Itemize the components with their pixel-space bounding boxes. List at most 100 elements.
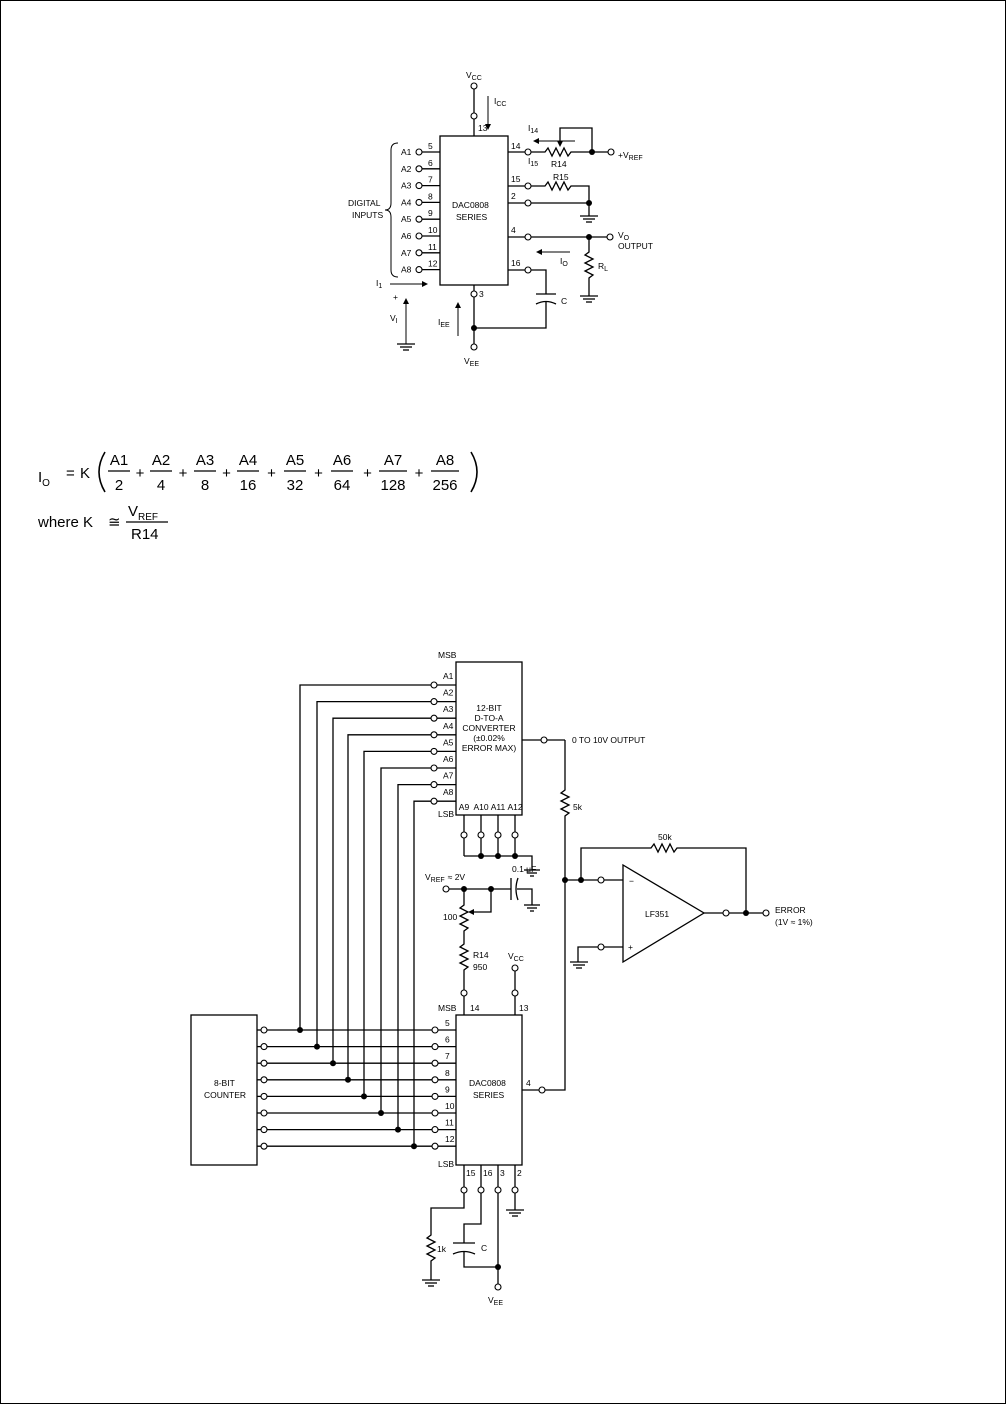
eq-term-den-2: 4 <box>157 477 165 494</box>
dac-pin13: 13 <box>519 1003 529 1013</box>
top-c-label: C <box>561 296 567 306</box>
top-rl-label: RL <box>598 261 608 273</box>
eq-k-den: R14 <box>131 526 159 543</box>
eq-plus-2: + <box>179 465 188 482</box>
dac12-title-line-5: ERROR MAX) <box>462 743 516 753</box>
top-pin-6: 6 <box>428 158 433 168</box>
bot-vee-label: VEE <box>488 1295 503 1307</box>
eq-term-num-7: A7 <box>384 452 402 469</box>
dac-bottom-pin-16: 16 <box>483 1168 493 1178</box>
top-dac-chip <box>439 135 509 286</box>
top-circuit: VCC 13 ICC DAC0808 SERIES A15A26A37A48A5… <box>348 70 653 368</box>
top-input-pin-A5 <box>415 215 423 223</box>
digital-inputs-label-1: DIGITAL <box>348 198 381 208</box>
opamp-lf351 <box>622 863 706 964</box>
vref-label: VREF≈ 2V <box>425 872 465 884</box>
top-pin4: 4 <box>511 225 516 235</box>
top-vi-label: VI <box>390 313 398 325</box>
top-pin-9: 9 <box>428 208 433 218</box>
dac-chip-line1: DAC0808 <box>469 1078 506 1088</box>
dac-in-pin-12 <box>431 1142 439 1150</box>
counter-line1: 8-BIT <box>214 1078 235 1088</box>
top-input-A7: A7 <box>401 248 412 258</box>
dac-bottom-pin-3: 3 <box>500 1168 505 1178</box>
dac-in-pin-7 <box>431 1059 439 1067</box>
dac-pin-label-9: 9 <box>445 1084 450 1094</box>
dac-pin-label-7: 7 <box>445 1051 450 1061</box>
top-input-pin-A7 <box>415 249 423 257</box>
dac-chip-line2: SERIES <box>473 1090 505 1100</box>
dac-in-pin-8 <box>431 1076 439 1084</box>
dac12-title-line-4: (±0.02% <box>473 733 505 743</box>
top-vee-label: VEE <box>464 356 479 368</box>
counter-out-5 <box>260 1092 268 1100</box>
eq-plus-6: + <box>363 465 372 482</box>
top-pin3: 3 <box>479 289 484 299</box>
dac12-input-A7: A7 <box>443 771 454 781</box>
top-pin14: 14 <box>511 141 521 151</box>
counter-out-1 <box>260 1026 268 1034</box>
eq-equals: = <box>66 465 75 482</box>
dac12-low-A10: A10 <box>473 802 488 812</box>
r14-value: 950 <box>473 962 487 972</box>
top-input-A1: A1 <box>401 147 412 157</box>
top-input-A8: A8 <box>401 265 412 275</box>
dac-in-pin-5 <box>431 1026 439 1034</box>
top-pin16: 16 <box>511 258 521 268</box>
top-pin-8: 8 <box>428 191 433 201</box>
counter-line2: COUNTER <box>204 1090 246 1100</box>
top-pin-12: 12 <box>428 259 438 269</box>
dac12-lsb: LSB <box>438 809 454 819</box>
top-input-A6: A6 <box>401 231 412 241</box>
top-input-pin-A6 <box>415 232 423 240</box>
top-vcc-label: VCC <box>466 70 482 82</box>
counter-box <box>190 1014 258 1166</box>
dac-pin4: 4 <box>526 1078 531 1088</box>
dac-bottom-pin-2: 2 <box>517 1168 522 1178</box>
top-input-A3: A3 <box>401 181 412 191</box>
eq-term-num-8: A8 <box>436 452 454 469</box>
dac12-input-A6: A6 <box>443 754 454 764</box>
top-input-A5: A5 <box>401 214 412 224</box>
top-iee-label: IEE <box>438 317 450 329</box>
counter-out-6 <box>260 1109 268 1117</box>
top-pin15: 15 <box>511 174 521 184</box>
bot-c-label: C <box>481 1243 487 1253</box>
error-label-2: (1V ≈ 1%) <box>775 917 813 927</box>
eq-term-den-4: 16 <box>240 477 257 494</box>
dac-pin-label-12: 12 <box>445 1134 455 1144</box>
opamp-plus: + <box>628 942 633 952</box>
eq-term-den-8: 256 <box>432 477 457 494</box>
eq-term-num-1: A1 <box>110 452 128 469</box>
top-pin-7: 7 <box>428 175 433 185</box>
eq-term-num-3: A3 <box>196 452 214 469</box>
dac12-input-A2: A2 <box>443 688 454 698</box>
top-pin-11: 11 <box>428 242 437 252</box>
dac-pin-label-6: 6 <box>445 1035 450 1045</box>
top-chip-line1: DAC0808 <box>452 200 489 210</box>
eq-term-num-4: A4 <box>239 452 257 469</box>
eq-term-den-3: 8 <box>201 477 209 494</box>
eq-approx: ≅ <box>108 514 121 531</box>
counter-out-3 <box>260 1059 268 1067</box>
dac12-input-A3: A3 <box>443 704 454 714</box>
eq-io: IO <box>38 469 50 489</box>
top-input-pin-A8 <box>415 266 423 274</box>
eq-k-num: VREF <box>128 503 158 523</box>
dac12-title-line-1: 12-BIT <box>476 703 502 713</box>
opamp-label: LF351 <box>645 909 669 919</box>
dac12-low-A11: A11 <box>491 802 506 812</box>
dac-in-pin-6 <box>431 1043 439 1051</box>
top-input-pin-A3 <box>415 182 423 190</box>
eq-term-den-7: 128 <box>380 477 405 494</box>
eq-term-num-6: A6 <box>333 452 351 469</box>
top-r14-label: R14 <box>551 159 567 169</box>
eq-term-den-6: 64 <box>334 477 351 494</box>
bot-vcc-label: VCC <box>508 951 524 963</box>
dac12-input-A8: A8 <box>443 787 454 797</box>
